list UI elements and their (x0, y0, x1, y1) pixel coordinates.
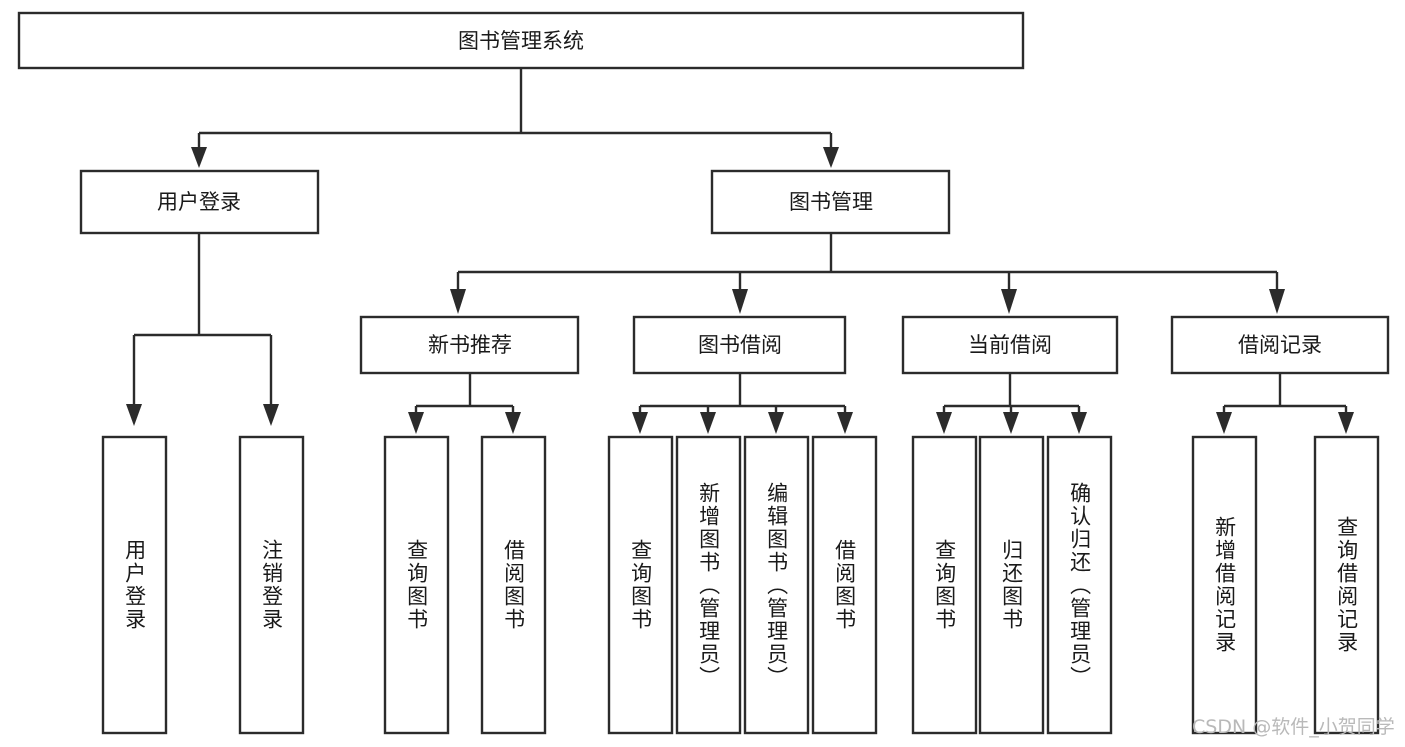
node-bookmgmt-label: 图书管理 (789, 190, 873, 214)
node-leaf-7-box[interactable] (743, 435, 810, 735)
arrow-bookmgmt-to-record (1269, 289, 1285, 314)
node-root-label: 图书管理系统 (458, 29, 584, 53)
arrow-bookmgmt-to-current (1001, 289, 1017, 314)
node-leaf-1-box[interactable] (101, 435, 168, 735)
node-current-label: 当前借阅 (968, 333, 1052, 357)
arrow-root-to-bookmgmt (823, 147, 839, 168)
arrow-current-to-leaf11 (1071, 412, 1087, 434)
arrow-bookmgmt-to-borrow (732, 289, 748, 314)
node-root-box[interactable] (17, 11, 1025, 70)
arrow-login-to-leaf2 (263, 404, 279, 426)
node-newbook-box[interactable] (359, 315, 580, 375)
arrow-borrow-to-leaf5 (632, 412, 648, 434)
arrow-borrow-to-leaf7 (768, 412, 784, 434)
node-newbook-label: 新书推荐 (428, 333, 512, 357)
node-login-label: 用户登录 (157, 190, 241, 214)
arrow-record-to-leaf13 (1338, 412, 1354, 434)
node-leaf-11-box[interactable] (1046, 435, 1113, 735)
arrow-current-to-leaf9 (936, 412, 952, 434)
node-bookmgmt-box[interactable] (710, 169, 951, 235)
arrow-current-to-leaf10 (1003, 412, 1019, 434)
node-leaf-12-box[interactable] (1191, 435, 1258, 735)
arrow-borrow-to-leaf8 (837, 412, 853, 434)
arrow-record-to-leaf12 (1216, 412, 1232, 434)
node-borrow-label: 图书借阅 (698, 333, 782, 357)
node-leaf-2-box[interactable] (238, 435, 305, 735)
node-record-label: 借阅记录 (1238, 333, 1322, 357)
node-borrow-box[interactable] (632, 315, 847, 375)
node-leaf-6-box[interactable] (675, 435, 742, 735)
arrow-bookmgmt-to-newbook (450, 289, 466, 314)
csdn-watermark: CSDN @软件_小贺同学 (1192, 716, 1395, 738)
node-record-box[interactable] (1170, 315, 1390, 375)
node-current-box[interactable] (901, 315, 1119, 375)
node-leaf-9-box[interactable] (911, 435, 978, 735)
arrow-login-to-leaf1 (126, 404, 142, 426)
node-leaf-3-box[interactable] (383, 435, 450, 735)
arrow-borrow-to-leaf6 (700, 412, 716, 434)
node-leaf-8-box[interactable] (811, 435, 878, 735)
arrow-root-to-login (191, 147, 207, 168)
node-leaf-5-box[interactable] (607, 435, 674, 735)
node-leaf-4-box[interactable] (480, 435, 547, 735)
node-leaf-10-box[interactable] (978, 435, 1045, 735)
arrow-newbook-to-leaf4 (505, 412, 521, 434)
arrow-newbook-to-leaf3 (408, 412, 424, 434)
node-leaf-13-box[interactable] (1313, 435, 1380, 735)
